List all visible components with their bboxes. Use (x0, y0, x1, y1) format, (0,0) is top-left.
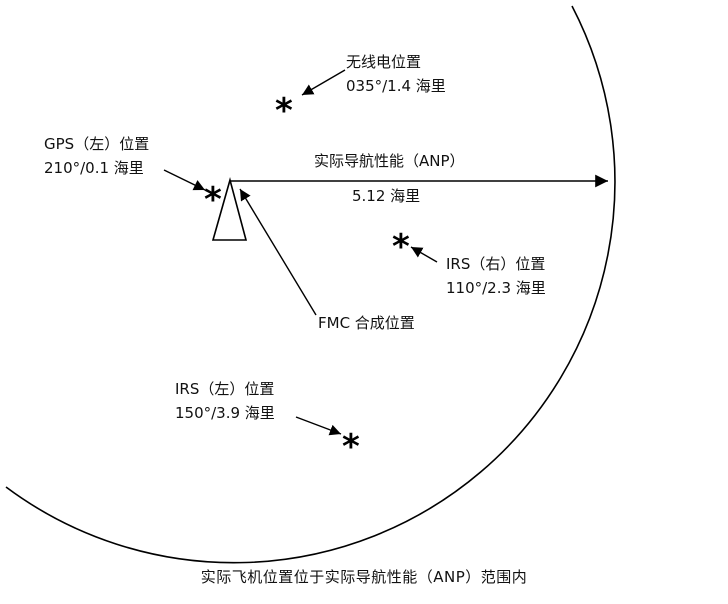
irs-right-fix: 110°/2.3 海里 (446, 279, 546, 297)
radio-fix: 035°/1.4 海里 (346, 77, 446, 95)
fmc-label: FMC 合成位置 (318, 314, 415, 332)
gps-left-fix: 210°/0.1 海里 (44, 159, 144, 177)
fmc-pointer-arrow (239, 188, 317, 316)
radio-name: 无线电位置 (346, 53, 422, 71)
radio-pointer-arrow (301, 69, 346, 96)
gps-left-name: GPS（左）位置 (44, 135, 150, 153)
irs-left-position-marker: * (342, 427, 360, 467)
irs-left-position-label: IRS（左）位置 150°/3.9 海里 (175, 377, 275, 425)
gps-left-position-label: GPS（左）位置 210°/0.1 海里 (44, 132, 149, 180)
gps-left-position-marker: * (204, 180, 222, 220)
gps-pointer-arrow (163, 169, 206, 191)
anp-boundary-arc (5, 5, 616, 564)
irs-right-position-marker: * (392, 227, 410, 267)
anp-value: 5.12 海里 (352, 187, 421, 205)
irs-right-position-label: IRS（右）位置 110°/2.3 海里 (446, 252, 546, 300)
anp-label: 实际导航性能（ANP） (314, 152, 465, 170)
irs-right-pointer-arrow (410, 246, 438, 263)
irs-left-name: IRS（左）位置 (175, 380, 275, 398)
radio-position-label: 无线电位置 035°/1.4 海里 (346, 50, 446, 98)
irs-left-fix: 150°/3.9 海里 (175, 404, 275, 422)
irs-right-name: IRS（右）位置 (446, 255, 546, 273)
radio-position-marker: * (275, 91, 293, 131)
figure-caption: 实际飞机位置位于实际导航性能（ANP）范围内 (200, 568, 528, 586)
aircraft-symbol (211, 176, 248, 241)
irs-left-pointer-arrow (295, 416, 342, 436)
